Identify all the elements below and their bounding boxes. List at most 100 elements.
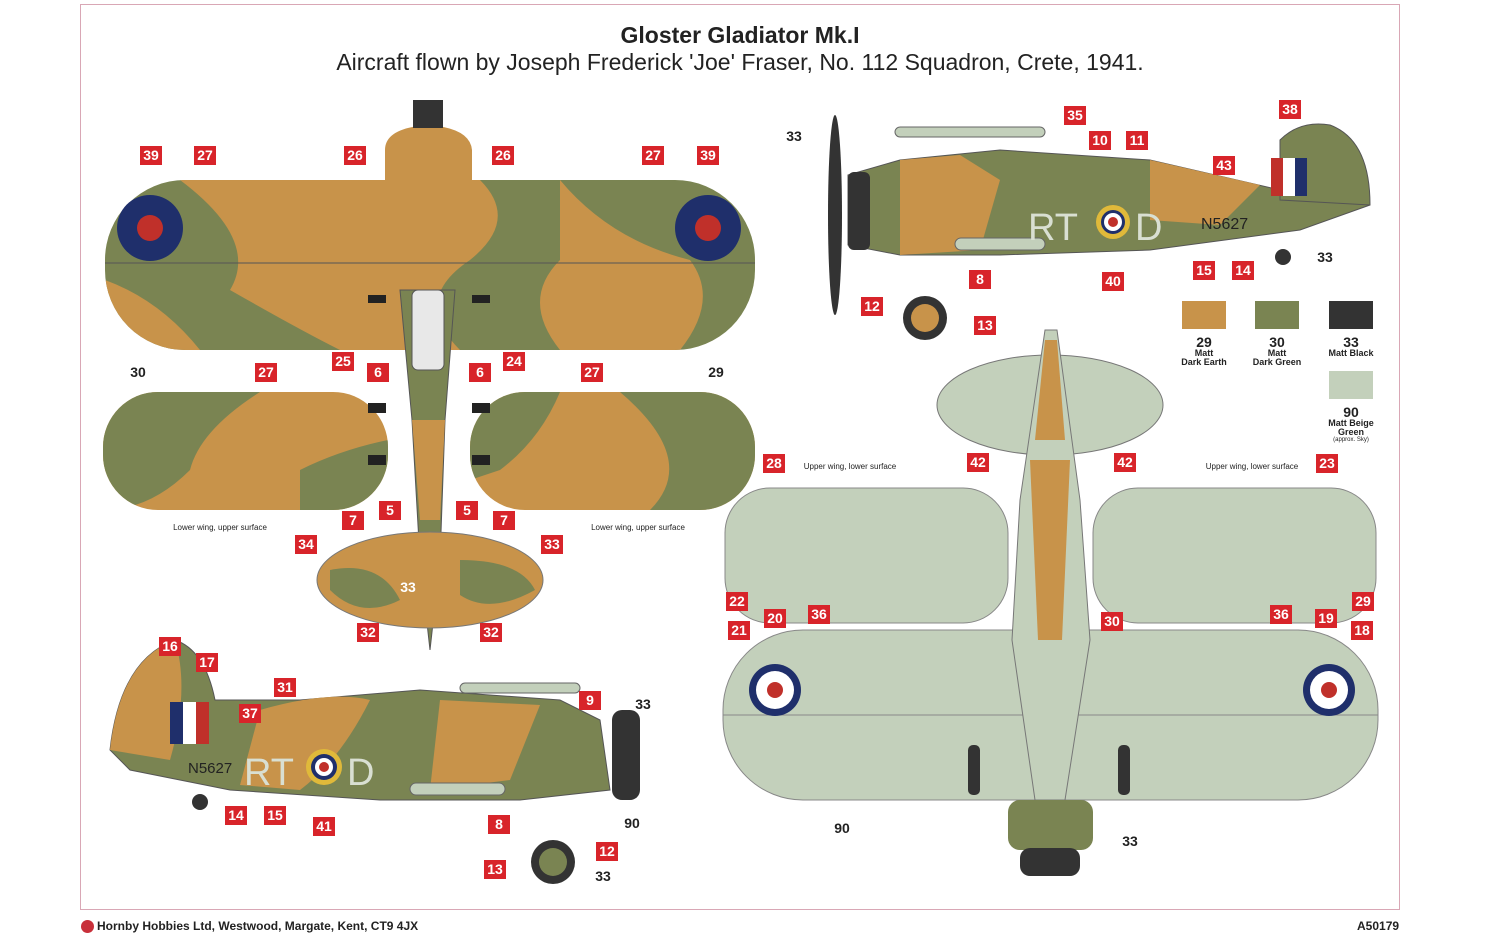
caption-lower-wing-right: Lower wing, upper surface	[591, 523, 685, 532]
callout-marker: 13	[484, 860, 506, 879]
callout-marker: 8	[488, 815, 510, 834]
callout-marker: 21	[728, 621, 750, 640]
callout-marker: 5	[456, 501, 478, 520]
callout-marker: 22	[726, 592, 748, 611]
callout-marker: 32	[480, 623, 502, 642]
callout-marker: 30	[1101, 612, 1123, 631]
callout-marker: 7	[493, 511, 515, 530]
paint-reference: 33	[786, 128, 802, 144]
callout-marker: 9	[579, 691, 601, 710]
callout-marker: 29	[1352, 592, 1374, 611]
callout-marker: 23	[1316, 454, 1338, 473]
paint-num: 33	[1343, 334, 1359, 350]
callout-marker: 42	[1114, 453, 1136, 472]
lower-wing-right	[470, 392, 755, 510]
callout-marker: 43	[1213, 156, 1235, 175]
callout-marker: 16	[159, 637, 181, 656]
underside-view	[722, 329, 1379, 876]
callout-marker: 28	[763, 454, 785, 473]
paint-line2: Green	[1337, 427, 1364, 437]
callout-marker: 5	[379, 501, 401, 520]
callout-marker: 32	[357, 623, 379, 642]
code-letters-lower: RT	[244, 752, 294, 794]
callout-marker: 27	[194, 146, 216, 165]
callout-marker: 27	[255, 363, 277, 382]
callout-marker: 40	[1102, 272, 1124, 291]
callout-marker: 7	[342, 511, 364, 530]
callout-marker: 41	[313, 817, 335, 836]
callout-marker: 33	[541, 535, 563, 554]
paint-line2: Dark Earth	[1181, 357, 1227, 367]
callout-marker: 11	[1126, 131, 1148, 150]
callout-marker: 27	[642, 146, 664, 165]
callout-marker: 26	[344, 146, 366, 165]
callout-marker: 17	[196, 653, 218, 672]
callout-marker: 14	[225, 806, 247, 825]
callout-marker: 27	[581, 363, 603, 382]
caption-lower-wing-left: Lower wing, upper surface	[173, 523, 267, 532]
serial-lower: N5627	[188, 760, 232, 777]
callout-marker: 8	[969, 270, 991, 289]
paint-swatch	[1329, 371, 1373, 399]
paint-line1: Matt Beige	[1328, 418, 1374, 428]
callout-marker: 13	[974, 316, 996, 335]
side-view-lower: RT D N5627	[109, 639, 640, 884]
callout-marker: 42	[967, 453, 989, 472]
paint-reference: 33	[1122, 833, 1138, 849]
paint-reference: 33	[1317, 249, 1333, 265]
paint-reference: 30	[130, 364, 146, 380]
airfix-logo-icon	[81, 920, 94, 933]
callout-marker: 15	[264, 806, 286, 825]
callout-marker: 10	[1089, 131, 1111, 150]
paint-line2: Dark Green	[1252, 357, 1302, 367]
kit-code: A50179	[1357, 919, 1400, 933]
propeller	[828, 115, 842, 315]
code-letter-2-lower: D	[347, 752, 374, 794]
propeller-hub	[413, 100, 443, 128]
paint-swatch	[1329, 301, 1373, 329]
callout-marker: 12	[861, 297, 883, 316]
callout-marker: 34	[295, 535, 317, 554]
callout-marker: 36	[1270, 605, 1292, 624]
page-title: Gloster Gladiator Mk.I	[620, 22, 860, 48]
callout-marker: 19	[1315, 609, 1337, 628]
callout-marker: 15	[1193, 261, 1215, 280]
callout-marker: 38	[1279, 100, 1301, 119]
paint-swatch	[1182, 301, 1226, 329]
lower-wing-left	[103, 392, 388, 510]
serial: N5627	[1201, 216, 1248, 233]
page-subtitle: Aircraft flown by Joseph Frederick 'Joe'…	[336, 49, 1144, 75]
caption-upper-wing-lower-left: Upper wing, lower surface	[803, 462, 897, 471]
callout-marker: 37	[239, 704, 261, 723]
code-letters: RT	[1028, 207, 1078, 249]
engine-cowling-top	[385, 125, 472, 180]
page-border	[80, 4, 1400, 910]
paint-swatch	[1255, 301, 1299, 329]
callout-marker: 6	[469, 363, 491, 382]
callout-marker: 39	[697, 146, 719, 165]
callout-marker: 39	[140, 146, 162, 165]
paint-num: 29	[1196, 334, 1212, 350]
callout-marker: 6	[367, 363, 389, 382]
callout-marker: 14	[1232, 261, 1254, 280]
paint-reference: 33	[595, 868, 611, 884]
paint-line1: Matt	[1194, 348, 1214, 358]
callout-marker: 36	[808, 605, 830, 624]
callout-marker: 12	[596, 842, 618, 861]
side-view-upper: RT D N5627	[828, 115, 1371, 340]
caption-upper-wing-lower-right: Upper wing, lower surface	[1205, 462, 1299, 471]
code-letter-2: D	[1135, 207, 1162, 249]
paint-note: (approx. Sky)	[1333, 437, 1369, 443]
callout-marker: 26	[492, 146, 514, 165]
paint-reference: 90	[834, 820, 850, 836]
callout-marker: 24	[503, 352, 525, 371]
callout-marker: 25	[332, 352, 354, 371]
callout-marker: 31	[274, 678, 296, 697]
paint-reference: 33	[635, 696, 651, 712]
paint-num: 90	[1343, 404, 1359, 420]
